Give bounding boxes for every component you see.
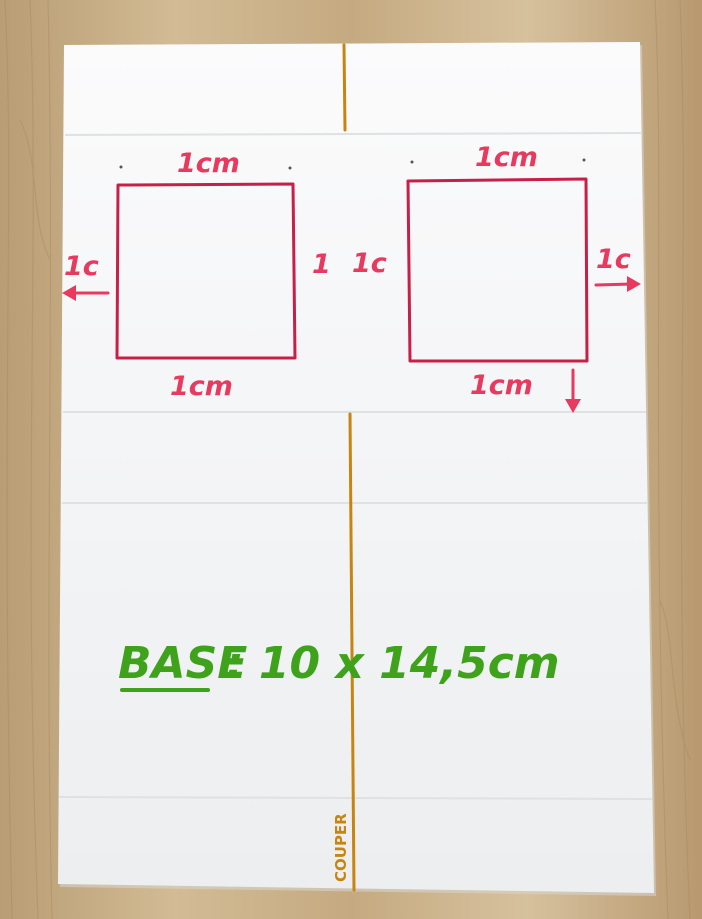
right-square-right-label: 1c <box>596 244 631 275</box>
middle-small-label: 1 <box>312 249 331 280</box>
right-square <box>406 177 589 363</box>
cut-line-top <box>342 43 347 132</box>
corner-dot <box>119 165 123 169</box>
base-value: : 10 x 14,5cm <box>226 638 560 689</box>
cut-line-bottom <box>348 412 356 892</box>
paper-card <box>58 42 656 896</box>
arrow-right-icon <box>594 276 641 292</box>
fold-line <box>58 796 653 800</box>
corner-dot <box>582 158 586 162</box>
left-square-left-label: 1c <box>64 251 99 282</box>
right-square-top-label: 1cm <box>475 142 538 173</box>
fold-line <box>64 132 643 136</box>
cut-label: COUPER <box>332 813 350 882</box>
base-word: BASE <box>118 638 247 689</box>
arrow-left-icon <box>62 285 110 301</box>
left-square-top-label: 1cm <box>177 148 240 179</box>
arrow-down-icon <box>565 368 581 413</box>
corner-dot <box>288 166 292 170</box>
right-square-left-label: 1c <box>352 248 387 279</box>
right-square-bottom-label: 1cm <box>470 370 533 401</box>
left-square-bottom-label: 1cm <box>170 371 233 402</box>
corner-dot <box>410 160 414 164</box>
left-square <box>115 182 297 360</box>
wood-grain <box>4 0 691 919</box>
